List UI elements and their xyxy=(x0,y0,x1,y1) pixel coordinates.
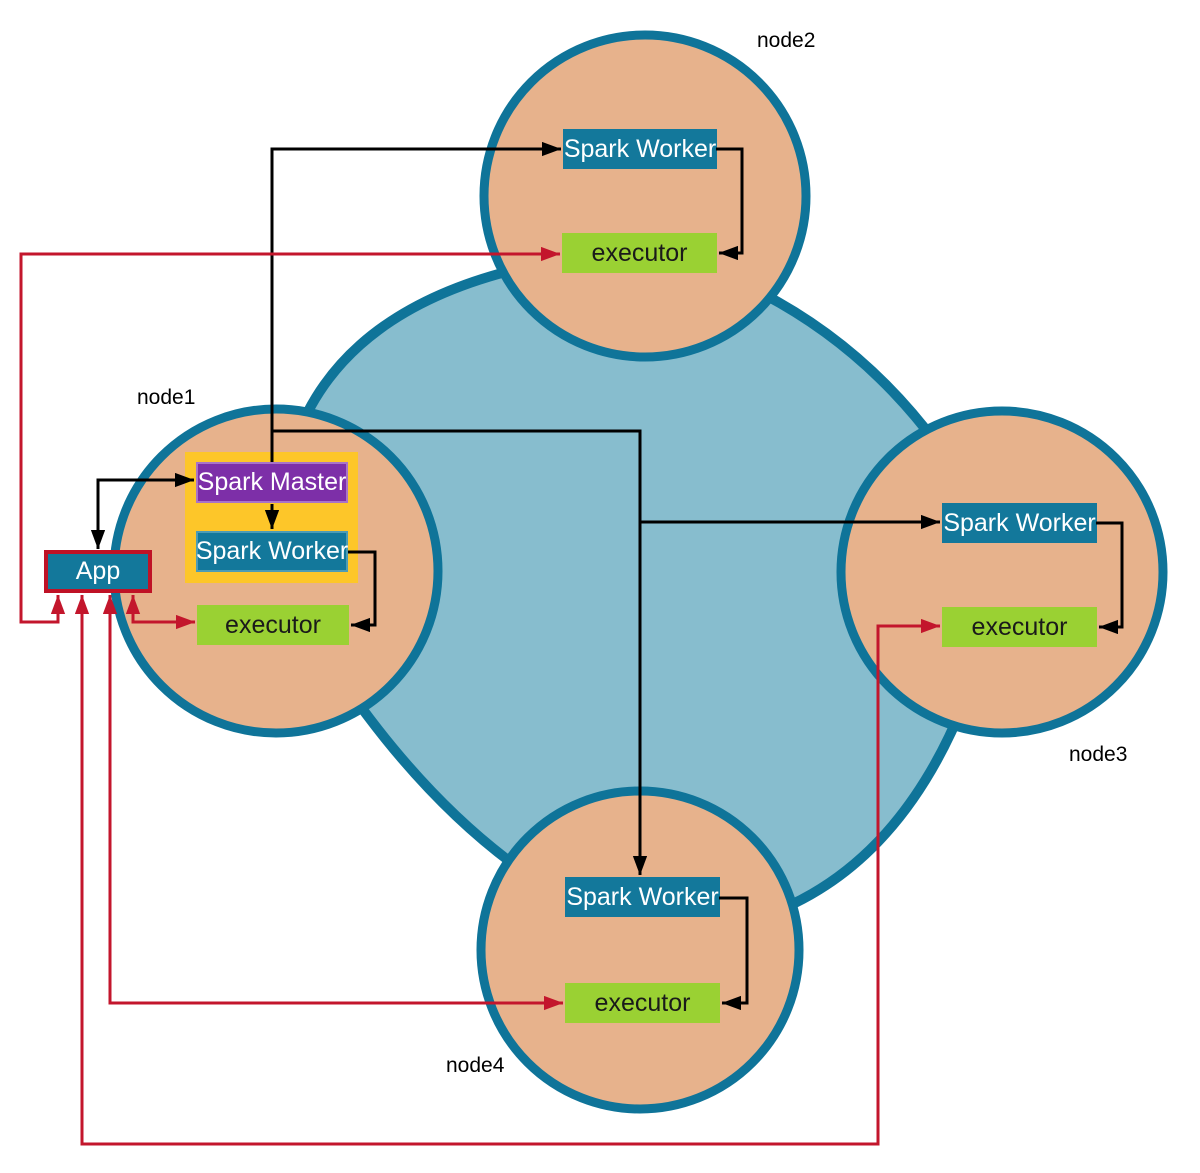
node4-spark-worker-box: Spark Worker xyxy=(565,877,720,917)
node1-executor-box: executor xyxy=(197,605,349,645)
node2-label: node2 xyxy=(757,29,816,52)
app-box: App xyxy=(44,550,152,593)
node1-spark-master-box: Spark Master xyxy=(196,462,348,503)
arrow-app-executor4 xyxy=(102,594,564,1011)
node2-executor-box: executor xyxy=(562,233,717,273)
node2-spark-worker-box: Spark Worker xyxy=(563,129,717,169)
node1-label: node1 xyxy=(137,386,196,409)
node2-circle xyxy=(479,30,811,362)
arrow-worker4-to-executor4 xyxy=(719,896,749,1011)
arrow-worker2-to-executor2 xyxy=(716,147,744,261)
node4-executor-box: executor xyxy=(565,983,720,1023)
node3-spark-worker-box: Spark Worker xyxy=(942,503,1097,543)
node3-label: node3 xyxy=(1069,743,1128,766)
node4-label: node4 xyxy=(446,1054,505,1077)
cluster-cloud-shape xyxy=(273,244,1011,941)
arrow-master-to-worker2 xyxy=(270,141,562,462)
arrow-app-executor3 xyxy=(74,594,941,1146)
node1-spark-worker-box: Spark Worker xyxy=(196,531,348,572)
arrow-worker3-to-executor3 xyxy=(1096,521,1124,635)
node3-executor-box: executor xyxy=(942,607,1097,647)
node3-circle xyxy=(836,406,1168,738)
node4-circle xyxy=(476,786,804,1114)
arrow-app-spark-master xyxy=(90,472,195,550)
arrow-app-executor1 xyxy=(125,594,196,630)
